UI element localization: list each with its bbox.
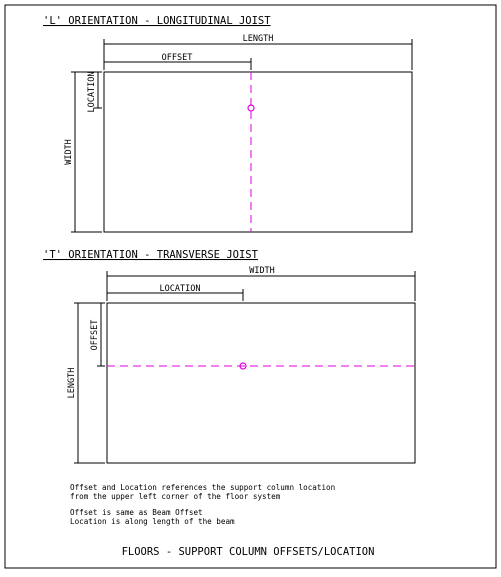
l-width-label: WIDTH xyxy=(64,139,74,165)
l-offset-label: OFFSET xyxy=(162,53,193,63)
l-support-column-marker xyxy=(247,104,255,112)
t-width-label: WIDTH xyxy=(249,266,275,276)
t-length-dimension: LENGTH xyxy=(67,302,105,464)
note-line-3: Offset is same as Beam Offset xyxy=(70,508,203,517)
t-location-label: LOCATION xyxy=(160,284,201,294)
t-offset-label: OFFSET xyxy=(90,320,100,351)
t-length-label: LENGTH xyxy=(67,368,77,399)
l-orientation-heading: 'L' ORIENTATION - LONGITUDINAL JOIST xyxy=(43,15,271,27)
t-offset-dimension: OFFSET xyxy=(90,302,105,367)
t-orientation-heading: 'T' ORIENTATION - TRANSVERSE JOIST xyxy=(43,249,259,261)
footer-title: FLOORS - SUPPORT COLUMN OFFSETS/LOCATION xyxy=(122,546,375,558)
l-orientation-section: 'L' ORIENTATION - LONGITUDINAL JOIST LEN… xyxy=(43,15,413,233)
l-location-dimension: LOCATION xyxy=(87,71,102,113)
t-orientation-section: 'T' ORIENTATION - TRANSVERSE JOIST WIDTH… xyxy=(43,249,416,464)
t-width-dimension: WIDTH xyxy=(106,266,416,301)
l-offset-dimension: OFFSET xyxy=(104,53,252,70)
notes-block: Offset and Location references the suppo… xyxy=(70,483,335,526)
t-floor-rect xyxy=(106,302,416,464)
l-length-dimension: LENGTH xyxy=(103,34,413,70)
l-location-label: LOCATION xyxy=(87,72,97,113)
t-location-dimension: LOCATION xyxy=(107,284,244,301)
sheet-border xyxy=(4,4,497,569)
l-length-label: LENGTH xyxy=(243,34,274,44)
l-width-dimension: WIDTH xyxy=(64,71,102,233)
t-support-column-marker xyxy=(239,362,247,370)
note-line-1: Offset and Location references the suppo… xyxy=(70,483,335,492)
note-line-2: from the upper left corner of the floor … xyxy=(70,492,281,501)
l-floor-rect xyxy=(103,71,413,233)
note-line-4: Location is along length of the beam xyxy=(70,517,235,526)
